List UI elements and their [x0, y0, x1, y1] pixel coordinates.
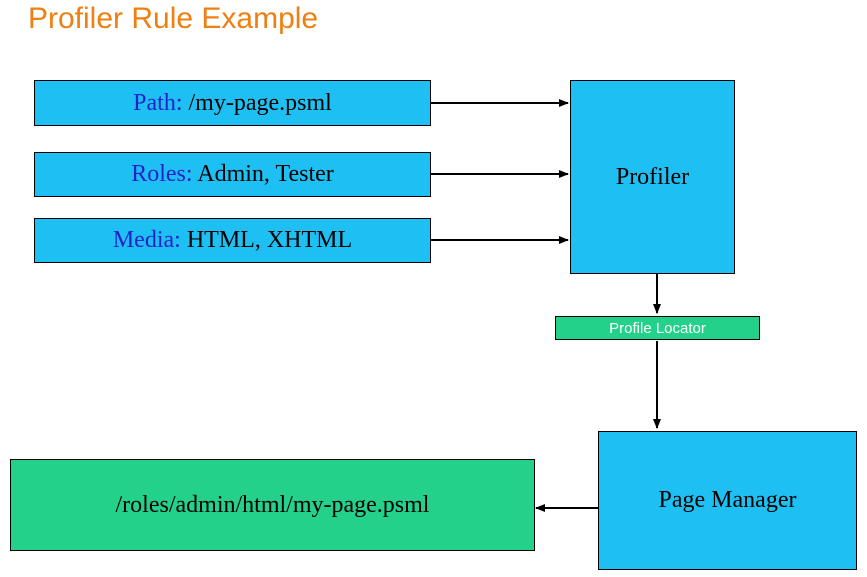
input-roles-value: Admin, Tester — [192, 161, 334, 187]
input-path-value: /my-page.psml — [182, 89, 332, 116]
input-media-text: Media: HTML, XHTML — [113, 227, 352, 254]
input-path-text: Path: /my-page.psml — [133, 90, 332, 117]
profiler-label: Profiler — [615, 163, 690, 190]
input-box-media: Media: HTML, XHTML — [34, 218, 431, 263]
page-title: Profiler Rule Example — [28, 2, 319, 35]
input-media-value: HTML, XHTML — [180, 227, 353, 253]
input-box-path: Path: /my-page.psml — [34, 80, 431, 126]
input-media-key: Media: — [112, 227, 181, 253]
profile-locator-label: Profile Locator — [609, 319, 706, 337]
input-roles-key: Roles: — [131, 161, 193, 187]
result-box: /roles/admin/html/my-page.psml — [10, 459, 535, 551]
page-manager-label: Page Manager — [658, 487, 797, 513]
input-roles-text: Roles: Admin, Tester — [131, 161, 334, 188]
input-box-roles: Roles: Admin, Tester — [34, 152, 431, 197]
input-path-key: Path: — [133, 89, 183, 116]
page-manager-box: Page Manager — [598, 431, 857, 570]
profile-locator-box: Profile Locator — [555, 316, 760, 340]
profiler-box: Profiler — [570, 80, 735, 274]
result-label: /roles/admin/html/my-page.psml — [115, 491, 430, 518]
